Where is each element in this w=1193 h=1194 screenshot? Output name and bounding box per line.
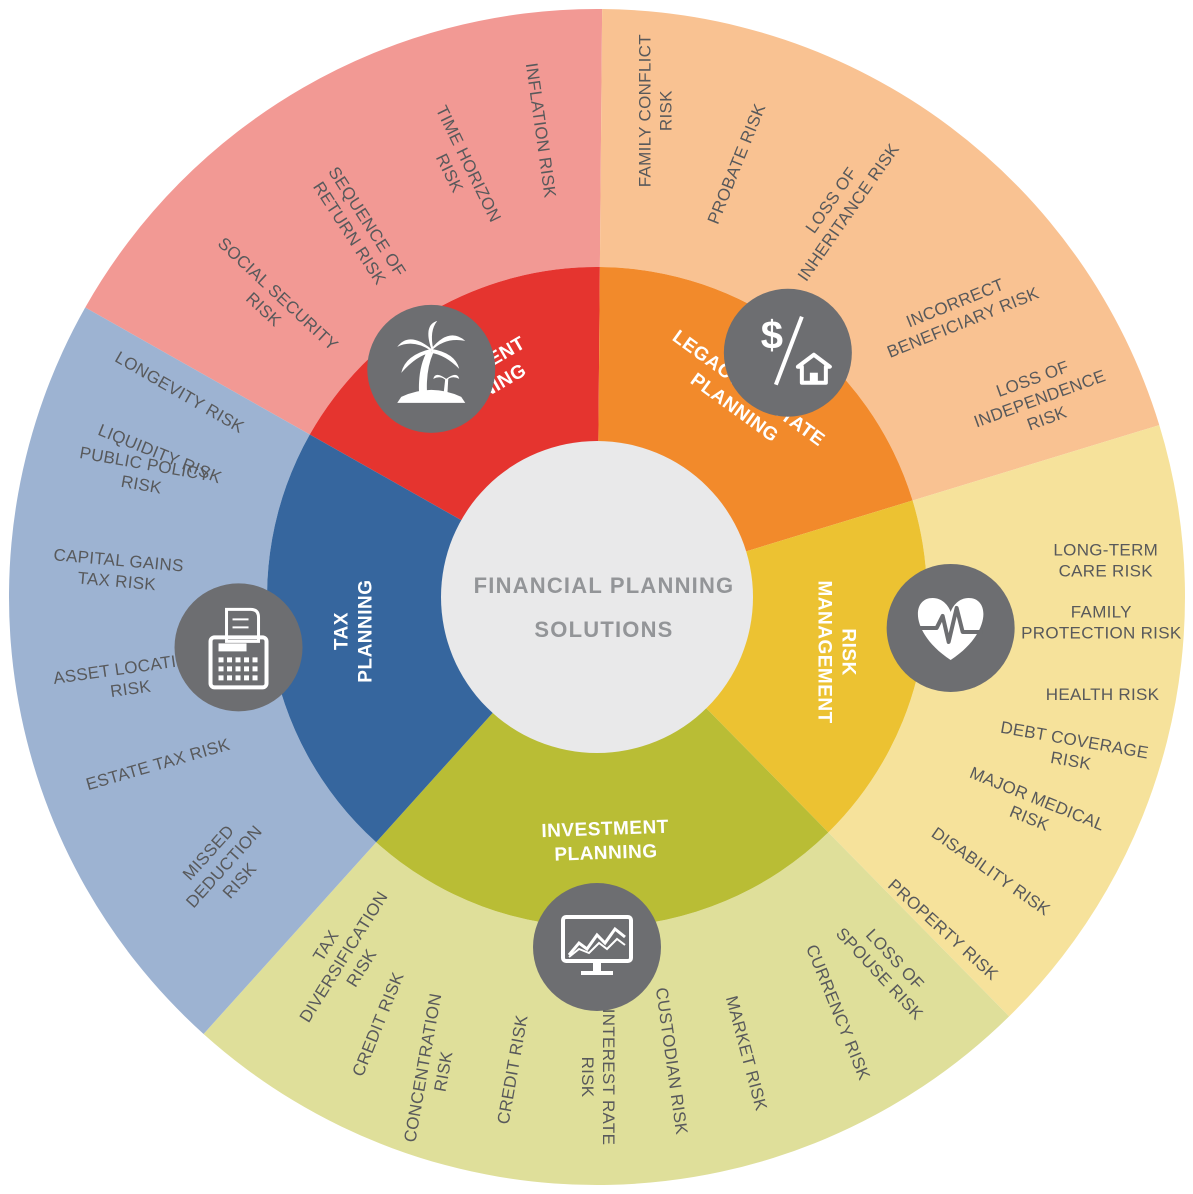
risk-management-title-line: MANAGEMENT bbox=[814, 580, 835, 723]
investment-category-sector bbox=[376, 706, 829, 928]
center-title-line1: FINANCIAL PLANNING bbox=[474, 573, 735, 598]
investment-risk-label-line: INTEREST RATE bbox=[599, 1009, 618, 1145]
risk-management-title-line: RISK bbox=[838, 628, 859, 675]
risk-management-risk-label: LONG-TERM CARE RISK bbox=[1053, 540, 1158, 580]
category-icons: $ bbox=[174, 288, 1015, 1011]
dollar-house-icon: $ bbox=[723, 288, 852, 417]
risk-management-risk-sector bbox=[828, 425, 1185, 1017]
center-circle bbox=[441, 441, 753, 753]
risk-management-risk-label-line: LONG-TERM bbox=[1053, 540, 1158, 559]
legacy-risk-label-line: RISK bbox=[657, 90, 676, 131]
tax-title-line: TAX bbox=[331, 612, 352, 650]
center-title-line2: SOLUTIONS bbox=[534, 617, 673, 642]
palm-tree-island-icon bbox=[367, 304, 496, 433]
category-ring bbox=[267, 267, 927, 928]
tax-category-sector bbox=[267, 434, 494, 843]
center-hub: FINANCIAL PLANNING SOLUTIONS bbox=[441, 441, 753, 753]
risk-management-risk-label-line: CARE RISK bbox=[1059, 561, 1154, 580]
investment-title-line: PLANNING bbox=[554, 841, 658, 866]
legacy-category-sector bbox=[598, 267, 913, 552]
retirement-risk-sector bbox=[85, 9, 603, 435]
svg-text:$: $ bbox=[761, 314, 783, 358]
stock-chart-monitor-icon bbox=[533, 883, 661, 1011]
tax-title-line: PLANNING bbox=[355, 579, 376, 682]
risk-management-risk-label: HEALTH RISK bbox=[1046, 685, 1160, 704]
investment-risk-label-line: RISK bbox=[578, 1057, 597, 1098]
risk-management-category-sector bbox=[704, 500, 927, 833]
risk-management-risk-label-line: HEALTH RISK bbox=[1046, 685, 1160, 704]
risk-management-risk-label-line: PROTECTION RISK bbox=[1021, 623, 1182, 642]
risk-management-risk-label-line: FAMILY bbox=[1071, 602, 1132, 621]
legacy-risk-sector bbox=[599, 9, 1160, 501]
investment-title-line: INVESTMENT bbox=[541, 817, 669, 842]
legacy-risk-label-line: FAMILY CONFLICT bbox=[636, 34, 655, 187]
risk-management-risk-label: FAMILY PROTECTION RISK bbox=[1021, 602, 1182, 642]
heart-pulse-icon bbox=[886, 563, 1015, 692]
calculator-receipt-icon bbox=[174, 583, 303, 712]
